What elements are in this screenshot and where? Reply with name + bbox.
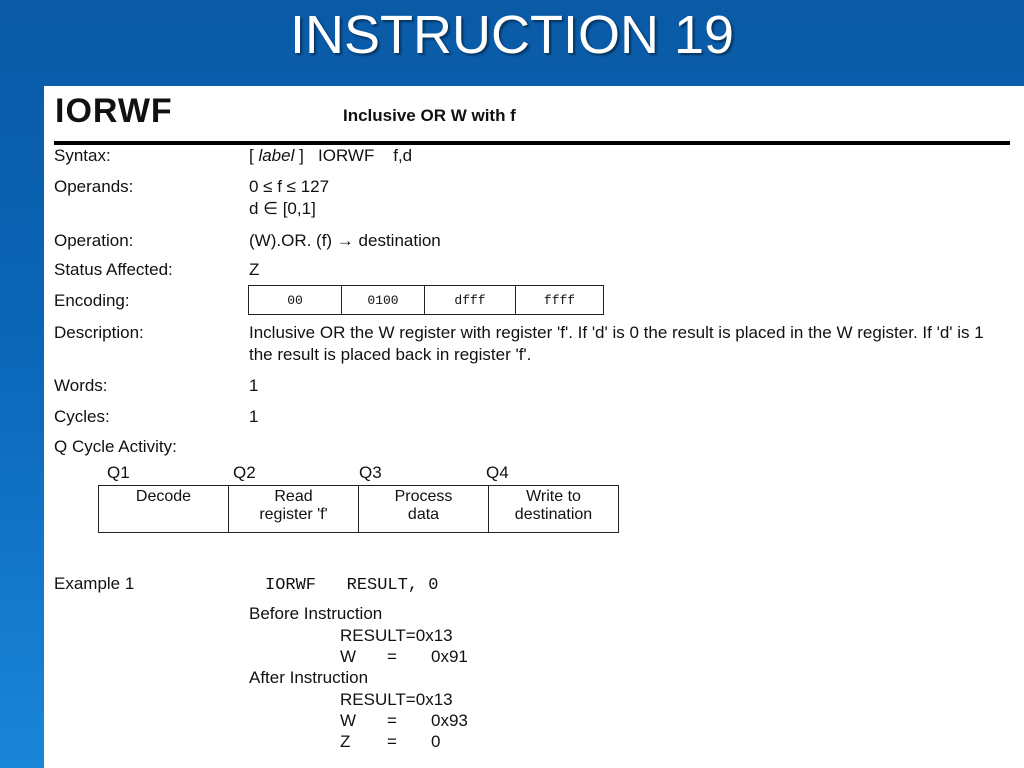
words-label: Words: (54, 376, 108, 395)
status-value: Z (249, 260, 260, 279)
example-label: Example 1 (54, 574, 135, 593)
qcycle-q3-line1: Process (394, 488, 453, 505)
qcycle-q4-line2: destination (514, 506, 593, 523)
syntax-rest: IORWF f,d (318, 146, 413, 165)
syntax-value: [ label ] IORWF f,d (249, 146, 413, 165)
cycles-label: Cycles: (54, 407, 110, 426)
after-result: RESULT=0x13 (340, 690, 453, 709)
qcycle-header-q4: Q4 (486, 463, 509, 482)
status-label: Status Affected: (54, 260, 173, 279)
before-w-equals: = (387, 647, 397, 666)
qcycle-cell-q1: Decode (98, 485, 229, 533)
after-z-name: Z (340, 732, 351, 751)
after-w-value: 0x93 (431, 711, 468, 730)
example-code: IORWF RESULT, 0 (265, 576, 439, 595)
encoding-bits-3: dfff (424, 285, 516, 315)
encoding-bits-4: ffff (515, 285, 604, 315)
description-value: Inclusive OR the W register with registe… (249, 323, 984, 364)
qcycle-q3-line2: data (407, 506, 440, 523)
qcycle-header-q2: Q2 (233, 463, 256, 482)
before-result: RESULT=0x13 (340, 626, 453, 645)
instruction-sheet: IORWF Inclusive OR W with f Syntax: [ la… (44, 86, 1024, 768)
qcycle-q2-line1: Read (274, 488, 313, 505)
qcycle-header-q1: Q1 (107, 463, 130, 482)
instruction-mnemonic: IORWF (55, 92, 173, 130)
syntax-label: Syntax: (54, 146, 111, 165)
before-w-value: 0x91 (431, 647, 468, 666)
encoding-bits-2: 0100 (341, 285, 425, 315)
header-rule (54, 141, 1010, 145)
operands-line1: 0 ≤ f ≤ 127 (249, 177, 330, 196)
qcycle-q1-line1: Decode (135, 488, 192, 505)
operation-label: Operation: (54, 231, 134, 250)
after-w-name: W (340, 711, 357, 730)
slide-title: INSTRUCTION 19 (289, 5, 735, 65)
cycles-value: 1 (249, 407, 259, 426)
operation-value: (W).OR. (f) → destination (249, 231, 441, 250)
operands-line2: d ∈ [0,1] (249, 199, 316, 218)
encoding-table: 00 0100 dfff ffff (248, 285, 604, 315)
encoding-bits-1: 00 (248, 285, 342, 315)
before-instruction-label: Before Instruction (249, 604, 383, 623)
after-instruction-label: After Instruction (249, 668, 369, 687)
words-value: 1 (249, 376, 259, 395)
instruction-title: Inclusive OR W with f (343, 106, 516, 125)
qcycle-q2-line2: register 'f' (259, 506, 328, 523)
description-label: Description: (54, 323, 144, 342)
after-z-equals: = (387, 732, 397, 751)
after-w-equals: = (387, 711, 397, 730)
after-z-value: 0 (431, 732, 441, 751)
qcycle-header-q3: Q3 (359, 463, 382, 482)
before-w-name: W (340, 647, 357, 666)
qcycle-q4-line1: Write to (526, 488, 581, 505)
syntax-label-part: label (258, 146, 295, 165)
encoding-label: Encoding: (54, 291, 130, 310)
qcycle-label: Q Cycle Activity: (54, 437, 177, 456)
operands-label: Operands: (54, 177, 134, 196)
